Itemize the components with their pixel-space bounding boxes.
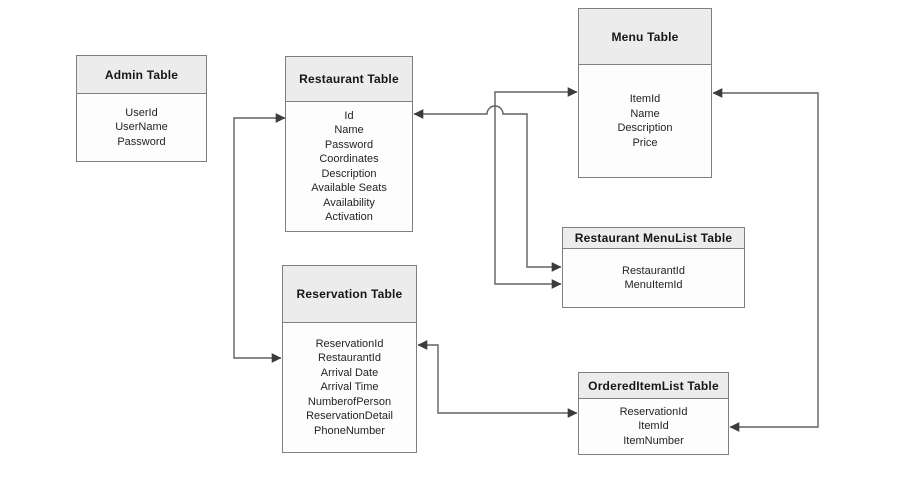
connector-restaurant-menulist [413, 105, 562, 272]
entity-table-admin: Admin Table UserId UserName Password [76, 55, 207, 162]
table-field: Password [324, 138, 374, 151]
connector-reservation-ordereditemlist [417, 340, 578, 418]
table-field: Coordinates [319, 153, 379, 165]
table-title: Restaurant Table [286, 57, 412, 102]
table-field: RestaurantId [318, 352, 381, 365]
table-field: PhoneNumber [314, 424, 385, 437]
table-field: Available Seats [311, 182, 387, 194]
table-title: Restaurant MenuList Table [563, 228, 744, 249]
entity-table-restaurant-menulist: Restaurant MenuList Table RestaurantId M… [562, 227, 745, 308]
table-title-text: Restaurant Table [299, 72, 399, 86]
table-field: Id [344, 109, 354, 122]
table-fields: UserId UserName Password [77, 94, 206, 161]
table-title: Admin Table [77, 56, 206, 94]
table-field: ReservationId [619, 405, 688, 418]
table-title: Menu Table [579, 9, 711, 65]
table-fields: ReservationId ItemId ItemNumber [579, 399, 728, 454]
table-field: Name [334, 124, 364, 136]
table-field: RestaurantId [622, 264, 685, 277]
table-field: ReservationId [315, 337, 384, 350]
table-field: Password [117, 135, 166, 148]
table-field: Arrival Date [320, 366, 379, 379]
table-field: Arrival Time [320, 381, 379, 394]
table-field: ItemId [629, 93, 661, 105]
table-title: Reservation Table [283, 266, 416, 323]
table-fields: Id Name Password Coordinates Description… [286, 102, 412, 231]
entity-table-ordereditemlist: OrderedItemList Table ReservationId Item… [578, 372, 729, 455]
table-field: Availability [323, 196, 375, 209]
table-title-text: Menu Table [611, 29, 679, 44]
table-field: Price [632, 136, 658, 149]
table-field: ReservationDetail [306, 410, 393, 423]
table-fields: ItemId Name Description Price [579, 65, 711, 177]
table-field: Description [617, 122, 673, 134]
table-fields: RestaurantId MenuItemId [563, 249, 744, 307]
table-field: Description [321, 167, 377, 180]
table-field: UserName [115, 121, 168, 134]
table-field: Activation [325, 211, 373, 223]
entity-table-menu: Menu Table ItemId Name Description Price [578, 8, 712, 178]
table-title-text: OrderedItemList Table [588, 378, 719, 393]
table-title-text: Admin Table [104, 67, 179, 82]
entity-table-restaurant: Restaurant Table Id Name Password Coordi… [285, 56, 413, 232]
table-title: OrderedItemList Table [579, 373, 728, 399]
table-field: Name [630, 107, 660, 120]
table-field: NumberofPerson [307, 395, 392, 408]
table-field: UserId [125, 106, 158, 119]
table-title-text: Reservation Table [296, 287, 403, 301]
table-field: ItemId [638, 420, 669, 433]
entity-table-reservation: Reservation Table ReservationId Restaura… [282, 265, 417, 453]
table-fields: ReservationId RestaurantId Arrival Date … [283, 323, 416, 452]
table-field: ItemNumber [623, 434, 684, 447]
table-title-text: Restaurant MenuList Table [574, 231, 733, 245]
connector-restaurant-reservation [233, 113, 286, 363]
table-field: MenuItemId [624, 279, 683, 291]
